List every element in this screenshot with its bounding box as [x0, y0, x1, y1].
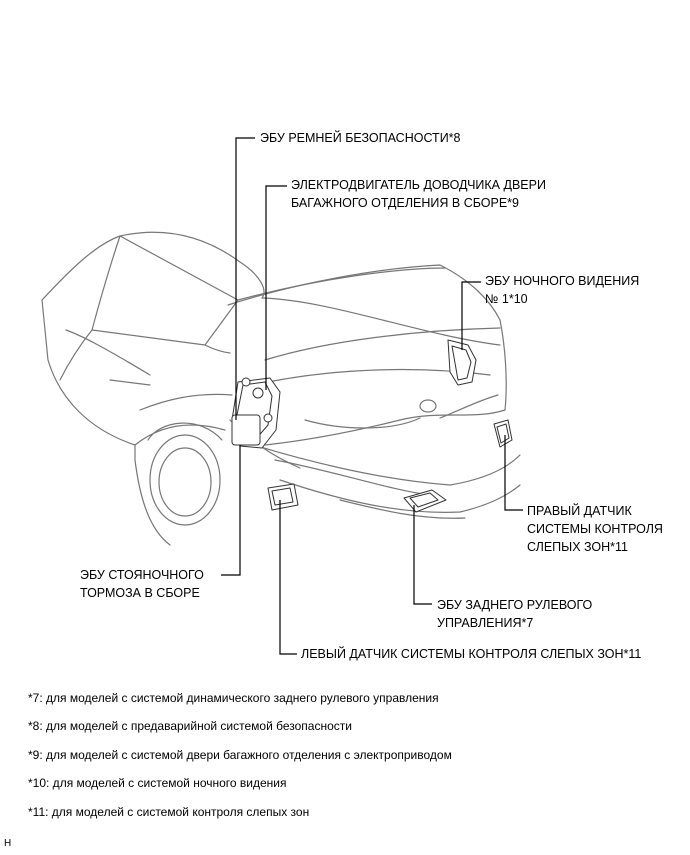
- label-right-bsm: ПРАВЫЙ ДАТЧИК СИСТЕМЫ КОНТРОЛЯ СЛЕПЫХ ЗО…: [527, 504, 663, 554]
- rear-bumper-outline: [237, 439, 521, 486]
- label-night-vision-ecu: ЭБУ НОЧНОГО ВИДЕНИЯ № 1*10: [485, 274, 640, 306]
- car-side-outline: [41, 299, 171, 546]
- car-roof-outline: [41, 231, 265, 301]
- leader-seatbelt-ecu: [235, 137, 255, 420]
- footnote-7: *7: для моделей с системой динамического…: [28, 691, 439, 705]
- footnote-10: *10: для моделей с системой ночного виде…: [28, 776, 287, 790]
- rear-wheel: [149, 434, 221, 526]
- parking-brake-motor-assembly: [231, 377, 281, 449]
- leader-trunk-motor: [265, 185, 287, 390]
- footnote-9: *9: для моделей с системой двери багажно…: [28, 748, 452, 762]
- leader-night-vision-ecu: [461, 281, 481, 350]
- night-vision-ecu-module: [447, 339, 477, 386]
- leader-right-bsm: [504, 435, 523, 511]
- left-blind-spot-sensor: [267, 483, 299, 511]
- label-trunk-motor: ЭЛЕКТРОДВИГАТЕЛЬ ДОВОДЧИКА ДВЕРИ БАГАЖНО…: [291, 178, 546, 210]
- brand-emblem: [419, 399, 437, 413]
- label-left-bsm: ЛЕВЫЙ ДАТЧИК СИСТЕМЫ КОНТРОЛЯ СЛЕПЫХ ЗОН…: [301, 647, 642, 661]
- corner-mark: H: [4, 838, 12, 849]
- leader-parking-brake-ecu: [221, 445, 241, 576]
- footnote-11: *11: для моделей с системой контроля сле…: [28, 805, 310, 819]
- leader-left-bsm: [279, 500, 297, 655]
- rear-steering-ecu-module: [403, 489, 447, 513]
- leader-rear-steering-ecu: [413, 505, 432, 605]
- footnote-8: *8: для моделей с предаварийной системой…: [28, 719, 352, 733]
- label-parking-brake-ecu: ЭБУ СТОЯНОЧНОГО ТОРМОЗА В СБОРЕ: [80, 568, 204, 600]
- rear-window-outline: [91, 235, 239, 346]
- label-seatbelt-ecu: ЭБУ РЕМНЕЙ БЕЗОПАСНОСТИ*8: [260, 131, 461, 145]
- right-blind-spot-sensor: [493, 419, 513, 448]
- label-rear-steering-ecu: ЭБУ ЗАДНЕГО РУЛЕВОГО УПРАВЛЕНИЯ*7: [437, 598, 593, 630]
